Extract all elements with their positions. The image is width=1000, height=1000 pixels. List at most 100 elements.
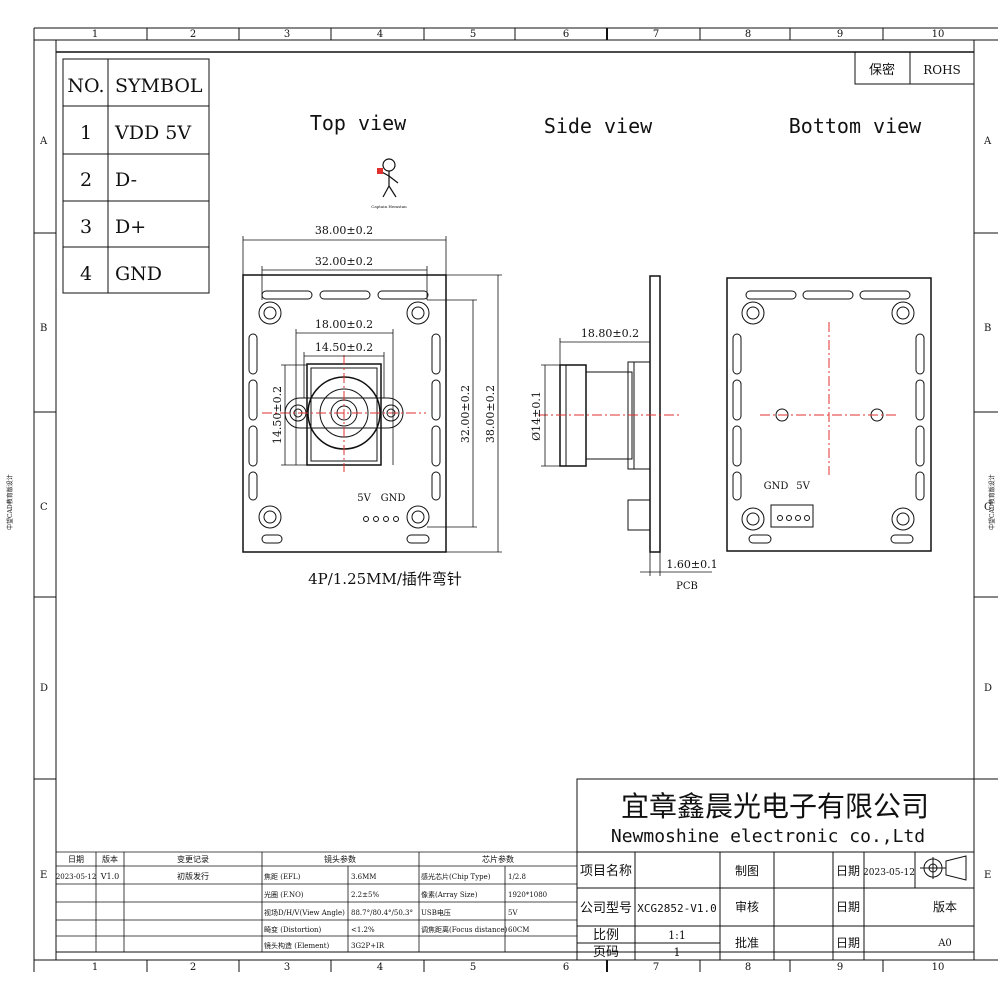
top-view-dim-labels: 38.00±0.2 32.00±0.2 18.00±0.2 14.50±0.2 … [271, 224, 497, 588]
approve-label: 批准 [735, 935, 759, 950]
row-label: E [40, 870, 47, 881]
col-label: 5 [470, 29, 476, 40]
review-label: 审核 [735, 899, 759, 914]
chip-param-value: 1/2.8 [508, 873, 526, 881]
secret-label: 保密 [869, 62, 895, 78]
pin-no: 1 [80, 122, 92, 144]
row-label: B [40, 323, 47, 334]
dim-pcb-thickness: 1.60±0.1 [666, 558, 717, 571]
title-block-text: 宜章鑫晨光电子有限公司 Newmoshine electronic co.,Lt… [580, 790, 957, 960]
col-label: 4 [377, 962, 383, 973]
company-name-cn: 宜章鑫晨光电子有限公司 [621, 790, 929, 823]
side-view-title: Side view [544, 114, 653, 138]
pin-symbol: GND [115, 263, 162, 285]
pin-table: NO. SYMBOL 1 VDD 5V 2 D- 3 D+ 4 GND [62, 58, 210, 294]
pin-header-symbol: SYMBOL [115, 75, 203, 97]
col-label: 8 [745, 962, 751, 973]
dim-board-height: 38.00±0.2 [484, 385, 497, 443]
projection-symbol-icon [920, 855, 967, 881]
col-label: 8 [745, 29, 751, 40]
side-view-dimensions [541, 338, 712, 576]
pcb-label: PCB [676, 581, 698, 592]
rev-change: 初版发行 [177, 871, 209, 881]
col-label: 1 [92, 962, 98, 973]
bottom-view [726, 277, 932, 552]
col-label: 10 [932, 962, 945, 973]
logo-caption: Captain Hemstan [371, 204, 407, 209]
chip-param-name: USB电压 [421, 908, 451, 917]
top-view-title: Top view [310, 111, 407, 135]
chip-param-name: 感光芯片(Chip Type) [421, 872, 491, 881]
col-label: 9 [837, 29, 843, 40]
page-value: 1 [674, 946, 681, 959]
dim-lens-diameter: Ø14±0.1 [530, 391, 543, 441]
side-view [538, 275, 680, 553]
pin-no: 4 [80, 263, 92, 285]
model-value: XCG2852-V1.0 [637, 902, 716, 915]
col-label: 6 [563, 962, 569, 973]
rohs-label: ROHS [923, 63, 961, 77]
rev-date: 2023-05-12 [56, 873, 96, 881]
top-pin-gnd: GND [381, 493, 406, 504]
project-name-label: 项目名称 [580, 863, 632, 879]
lens-param-name: 焦距 (EFL) [264, 872, 301, 881]
lens-param-name: 光圈 (F.NO) [264, 890, 304, 899]
lens-param-value: 88.7°/80.4°/50.3° [351, 909, 413, 917]
lens-param-value: 2.2±5% [351, 891, 379, 899]
lens-params-title: 镜头参数 [324, 854, 356, 864]
lens-param-name: 畸变 (Distortion) [264, 925, 322, 934]
col-label: 3 [284, 962, 290, 973]
sheet-frame [33, 27, 998, 972]
pin-symbol: VDD 5V [114, 122, 191, 144]
row-label: C [40, 502, 48, 513]
connector-spec: 4P/1.25MM/插件弯针 [308, 570, 462, 588]
scale-value: 1:1 [668, 929, 686, 942]
col-label: 6 [563, 29, 569, 40]
company-name-en: Newmoshine electronic co.,Ltd [611, 826, 925, 847]
bottom-pin-5v: 5V [796, 481, 810, 492]
version-value: A0 [937, 938, 952, 949]
date-value: 2023-05-12 [863, 868, 915, 878]
row-label: D [40, 683, 48, 694]
pin-no: 3 [80, 216, 92, 238]
classification-boxes: 保密 ROHS [854, 51, 975, 85]
row-label: C [984, 502, 992, 513]
bottom-view-title: Bottom view [789, 114, 922, 138]
pin-symbol: D+ [115, 216, 146, 238]
rev-version: V1.0 [100, 872, 120, 881]
chip-param-name: 像素(Array Size) [421, 890, 478, 899]
top-pin-5v: 5V [357, 493, 371, 504]
pin-no: 2 [80, 169, 92, 191]
col-label: 7 [653, 29, 659, 40]
scale-label: 比例 [593, 928, 619, 943]
frame-labels: 1 2 3 4 5 6 7 8 9 10 1 2 3 4 5 6 7 8 9 1… [6, 29, 996, 973]
rev-header: 变更记录 [177, 854, 209, 864]
page-label: 页码 [593, 945, 619, 960]
lens-param-value: 3G2P+IR [351, 942, 385, 950]
param-tables [56, 851, 577, 952]
chip-param-name: 调焦距离(Focus distance) [421, 925, 508, 934]
row-label: D [984, 683, 992, 694]
chip-param-value: 60CM [508, 926, 529, 934]
date-label: 日期 [836, 936, 860, 950]
drawn-label: 制图 [735, 864, 759, 878]
col-label: 3 [284, 29, 290, 40]
pin-symbol: D- [115, 169, 137, 191]
lens-param-value: 3.6MM [351, 873, 376, 881]
col-label: 1 [92, 29, 98, 40]
row-label: B [984, 323, 991, 334]
col-label: 7 [653, 962, 659, 973]
title-block [576, 778, 975, 961]
chip-param-value: 1920*1080 [508, 891, 547, 899]
param-table-text: 日期 版本 变更记录 2023-05-12 V1.0 初版发行 镜头参数 焦距 … [56, 854, 547, 950]
watermark-right: 中望CAD教育版设计 [988, 474, 996, 530]
col-label: 5 [470, 962, 476, 973]
dim-lens-height: 14.50±0.2 [271, 386, 284, 444]
col-label: 2 [190, 29, 196, 40]
top-view [242, 274, 447, 553]
date-label: 日期 [836, 900, 860, 914]
watermark-left: 中望CAD教育版设计 [6, 474, 14, 530]
dim-hole-width: 32.00±0.2 [315, 255, 373, 268]
lens-param-name: 视场D/H/V(View Angle) [264, 908, 345, 917]
